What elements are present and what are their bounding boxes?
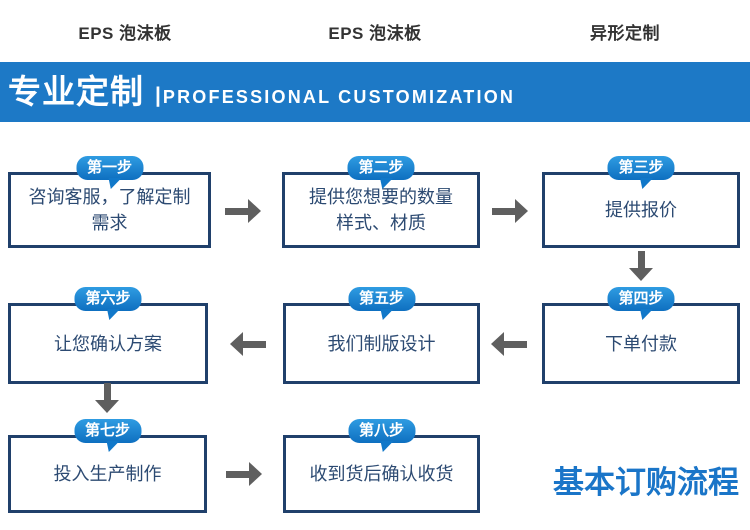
tab-eps-foam-board-1[interactable]: EPS 泡沫板 [0, 0, 250, 62]
flow-step-1: 第一步 咨询客服，了解定制 需求 [8, 156, 211, 248]
flow-step-6: 第六步 让您确认方案 [8, 287, 208, 384]
tab-special-shape-customization[interactable]: 异形定制 [500, 0, 750, 62]
arrow-right-icon [226, 462, 262, 486]
step-badge: 第八步 [347, 419, 416, 443]
flow-step-7: 第七步 投入生产制作 [8, 419, 207, 513]
step-text: 下单付款 [605, 333, 677, 354]
flow-step-8: 第八步 收到货后确认收货 [283, 419, 480, 513]
arrow-right-icon [492, 199, 528, 223]
step-text: 投入生产制作 [53, 464, 162, 484]
step-badge: 第七步 [73, 419, 142, 443]
flow-step-5: 第五步 我们制版设计 [283, 287, 480, 384]
step-text: 咨询客服，了解定制 需求 [28, 187, 191, 233]
flow-title: 基本订购流程 [553, 465, 739, 500]
step-text: 提供您想要的数量 样式、材质 [309, 187, 453, 233]
step-badge: 第五步 [347, 287, 416, 311]
banner-title: 专业定制 [8, 73, 144, 110]
arrow-left-icon [491, 332, 527, 356]
step-text: 提供报价 [605, 200, 677, 220]
arrow-right-icon [225, 199, 261, 223]
category-tabstrip: EPS 泡沫板 EPS 泡沫板 异形定制 [0, 0, 750, 62]
step-badge: 第三步 [607, 156, 675, 180]
step-badge: 第四步 [607, 287, 675, 311]
step-text: 让您确认方案 [54, 333, 162, 354]
step-text: 收到货后确认收货 [309, 464, 454, 484]
step-badge: 第二步 [347, 156, 415, 180]
tab-label: 异形定制 [590, 23, 660, 43]
flow-step-2: 第二步 提供您想要的数量 样式、材质 [282, 156, 480, 248]
flow-step-4: 第四步 下单付款 [542, 287, 740, 384]
arrow-down-icon [95, 383, 119, 413]
step-badge: 第一步 [75, 156, 144, 180]
section-banner: 专业定制 | PROFESSIONAL CUSTOMIZATION [0, 62, 750, 122]
banner-divider: | [155, 84, 161, 107]
flow-step-3: 第三步 提供报价 [542, 156, 740, 248]
arrow-left-icon [230, 332, 266, 356]
step-badge: 第六步 [74, 287, 142, 311]
tab-label: EPS 泡沫板 [78, 23, 172, 43]
banner-subtitle: PROFESSIONAL CUSTOMIZATION [162, 87, 516, 107]
tab-eps-foam-board-2[interactable]: EPS 泡沫板 [250, 0, 500, 62]
tab-label: EPS 泡沫板 [328, 23, 422, 43]
step-text: 我们制版设计 [327, 333, 436, 354]
arrow-down-icon [629, 251, 653, 281]
